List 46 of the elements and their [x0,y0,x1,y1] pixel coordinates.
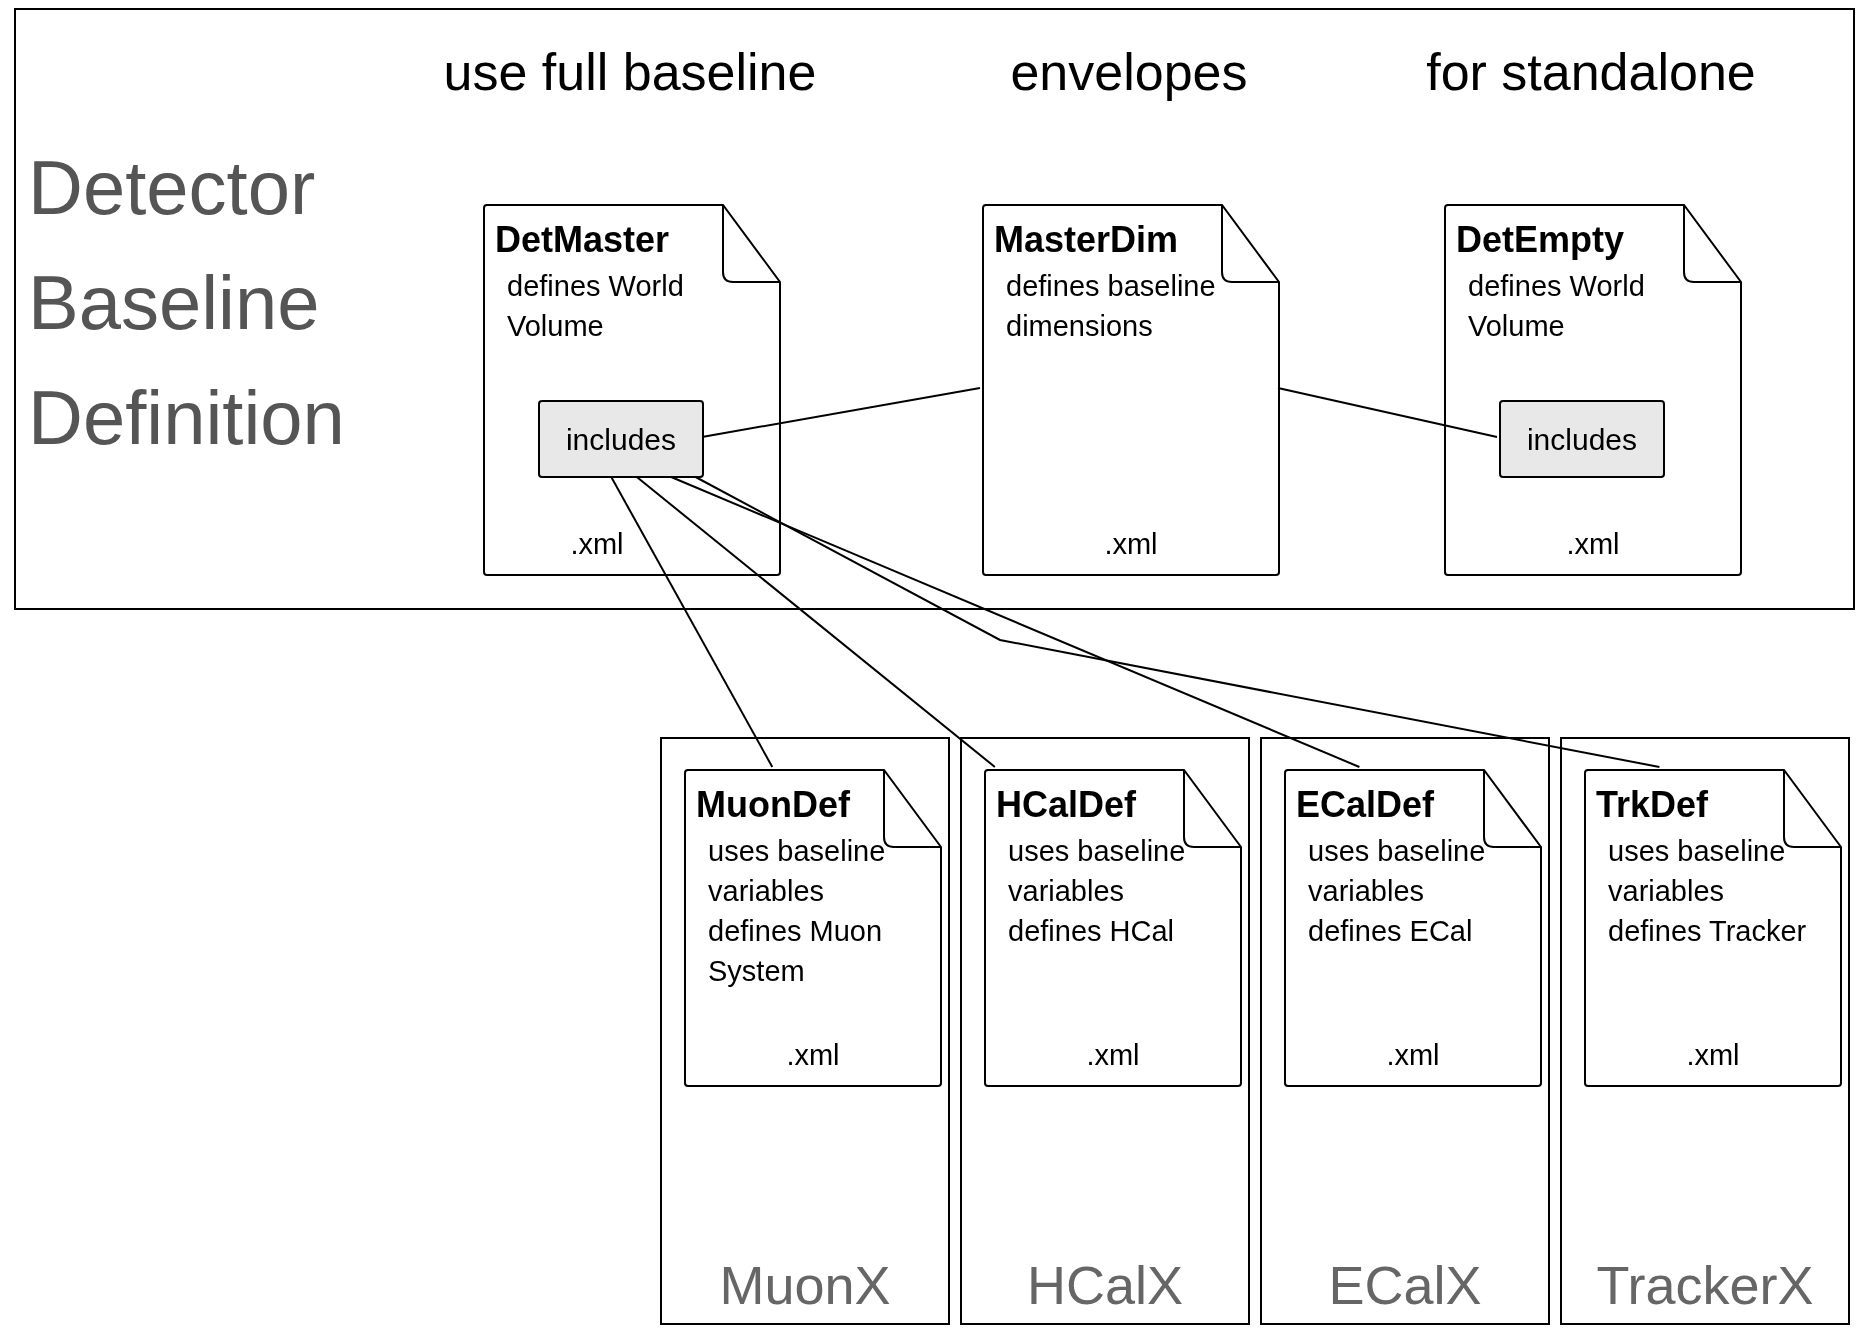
document-node [1444,204,1742,576]
file-name: ECalDef [1296,783,1435,827]
file-extension: .xml [786,1038,840,1073]
file-name: DetEmpty [1456,218,1625,262]
file-name: TrkDef [1596,783,1709,827]
file-extension: .xml [1086,1038,1140,1073]
module-column [660,737,950,1325]
file-extension: .xml [1566,527,1620,562]
file-description: defines World Volume [1468,269,1646,344]
file-name: HCalDef [996,783,1137,827]
column-heading: use full baseline [442,42,818,103]
file-description: uses baseline variables defines Muon System [708,834,887,989]
column-heading: for standalone [1425,42,1757,103]
connector-line [1277,387,1498,438]
include-box: includes [538,400,704,478]
file-extension: .xml [1104,527,1158,562]
file-description: uses baseline variables defines Tracker [1608,834,1808,949]
module-column [1260,737,1550,1325]
column-heading: envelopes [1009,42,1249,103]
file-name: MasterDim [994,218,1179,262]
document-node [982,204,1280,576]
module-column [1560,737,1850,1325]
document-node [1284,769,1542,1087]
file-extension: .xml [1386,1038,1440,1073]
document-node [684,769,942,1087]
document-node [1584,769,1842,1087]
connector-line [634,475,996,768]
file-description: defines baseline dimensions [1006,269,1216,344]
file-description: defines World Volume [507,269,685,344]
panel-title: Detector Baseline Definition [28,144,346,462]
connector-line [609,475,774,768]
file-description: uses baseline variables defines ECal [1308,834,1487,949]
column-label: ECalX [1327,1254,1483,1317]
group-panel [14,8,1855,610]
file-description: uses baseline variables defines HCal [1008,834,1187,949]
document-node [483,204,781,576]
column-label: MuonX [718,1254,892,1317]
file-extension: .xml [1686,1038,1740,1073]
module-column [960,737,1250,1325]
file-name: DetMaster [495,218,670,262]
file-name: MuonDef [696,783,850,827]
column-label: TrackerX [1595,1254,1815,1317]
column-label: HCalX [1025,1254,1184,1317]
include-box: includes [1499,400,1665,478]
document-node [984,769,1242,1087]
file-extension: .xml [570,527,624,562]
